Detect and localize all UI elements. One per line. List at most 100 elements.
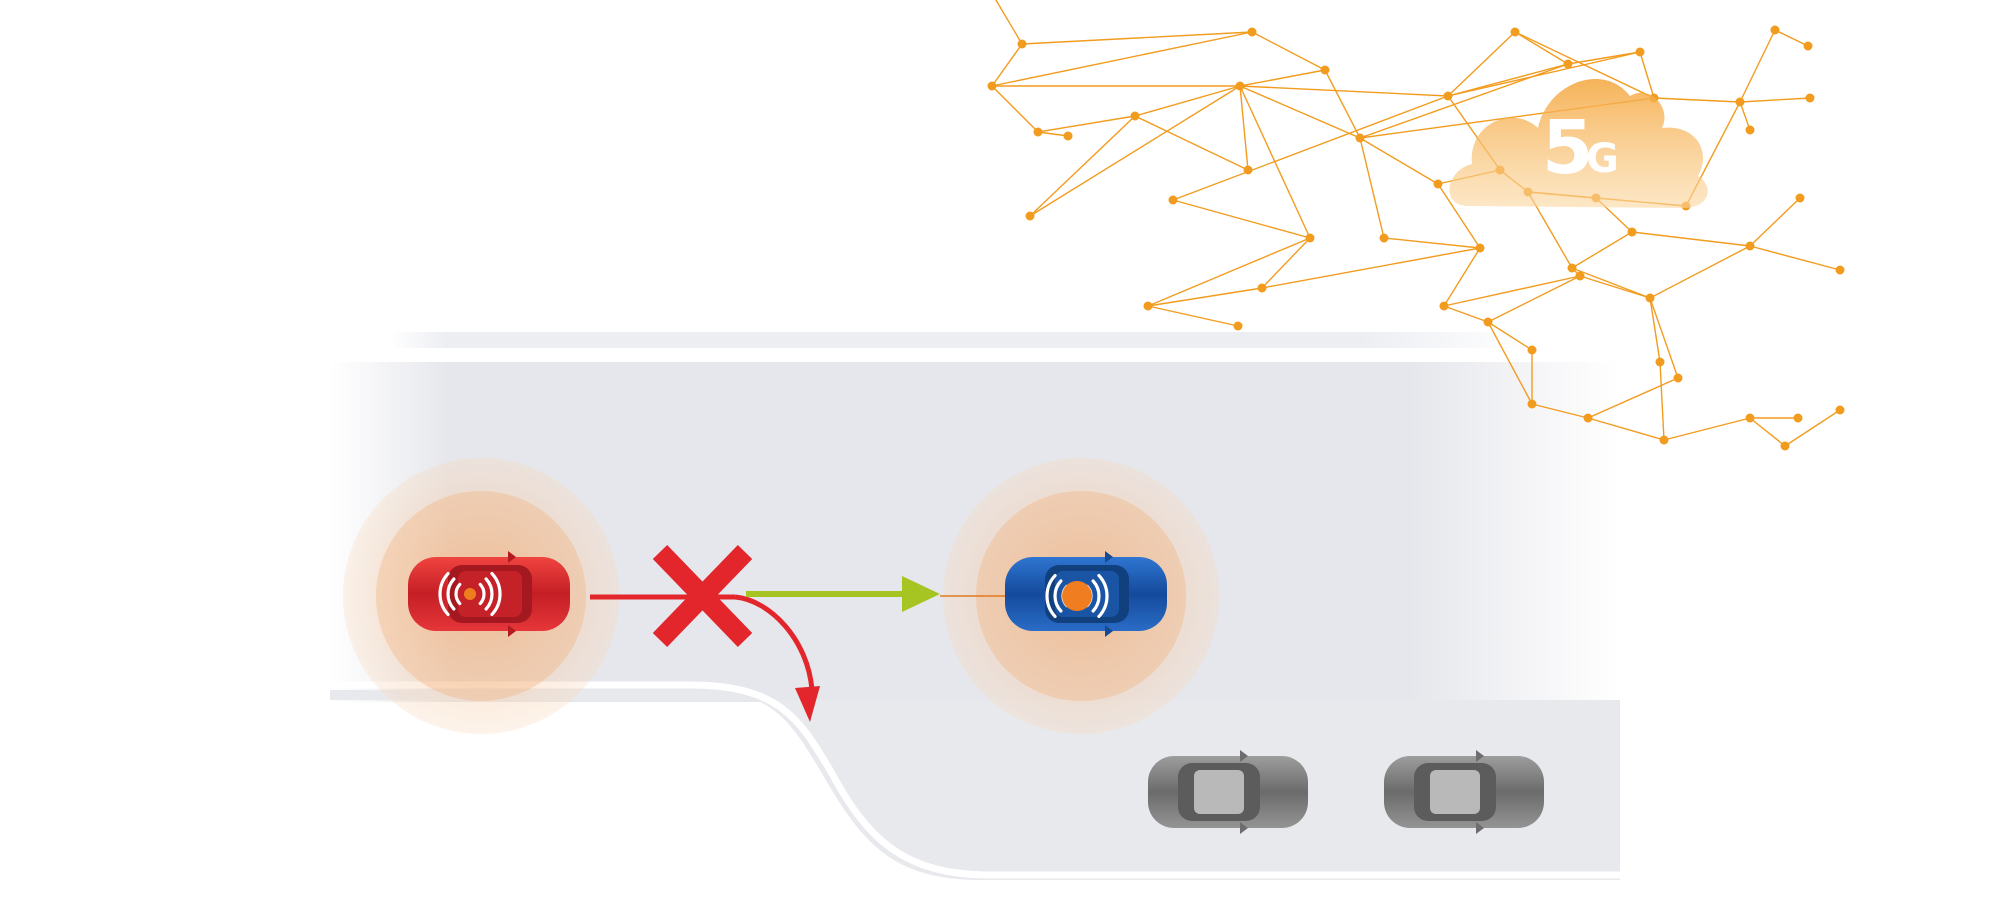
network-link (1587, 377, 1679, 419)
network-link (1251, 31, 1326, 71)
network-link (1172, 95, 1449, 201)
network-link (1447, 51, 1641, 97)
5g-cloud: 5 G (1449, 78, 1708, 208)
network-link (1239, 85, 1449, 97)
network-link (1739, 97, 1811, 103)
network-node (1443, 91, 1453, 101)
network-node (1439, 301, 1449, 311)
network-link (1239, 85, 1311, 239)
network-node (1379, 233, 1389, 243)
forward-arrow-head (902, 576, 940, 612)
network-link (1639, 51, 1655, 99)
network-link (1631, 231, 1751, 247)
blocked-path-arrow (590, 545, 820, 722)
network-node (1017, 39, 1027, 49)
network-link (1749, 197, 1801, 247)
network-node (1527, 399, 1537, 409)
network-link (1134, 85, 1241, 117)
network-link (1147, 305, 1239, 327)
network-link (1147, 287, 1263, 307)
network-node (1063, 131, 1073, 141)
network-node (1243, 165, 1253, 175)
network-node (1745, 413, 1755, 423)
network-link (1487, 321, 1533, 405)
network-link (991, 85, 1039, 133)
network-node (1563, 59, 1573, 69)
network-node (1320, 65, 1330, 75)
network-node (1745, 241, 1755, 251)
network-link (1531, 403, 1589, 419)
road-top-strip (390, 332, 1530, 348)
cloud-label-sub: G (1586, 136, 1619, 182)
network-link (1587, 417, 1665, 441)
network-link (1029, 115, 1136, 217)
network-node (1735, 97, 1745, 107)
network-link (1571, 267, 1651, 299)
turn-arrow (734, 594, 815, 691)
network-node (1780, 441, 1790, 451)
network-link (1239, 69, 1326, 87)
network-link (1784, 409, 1841, 447)
network-link (1571, 231, 1633, 269)
network-link (1649, 297, 1679, 379)
signal-wave (490, 571, 502, 617)
network-node (1168, 195, 1178, 205)
signal-wave (478, 582, 486, 606)
red-car (408, 551, 570, 637)
network-node (1627, 227, 1637, 237)
network-node (1655, 357, 1665, 367)
network-link (1239, 85, 1249, 171)
signal-wave (1053, 579, 1063, 613)
network-node (1635, 47, 1645, 57)
signal-wave (1091, 579, 1101, 613)
network-node (1257, 283, 1267, 293)
network-link (1147, 237, 1311, 307)
network-node (1673, 373, 1683, 383)
network-node (987, 81, 997, 91)
network-node (1645, 293, 1655, 303)
network-link (991, 31, 1253, 87)
network-link (1487, 275, 1581, 323)
network-link (1437, 183, 1481, 249)
network-link (1029, 85, 1241, 217)
network-link (1447, 63, 1569, 97)
network-node (1025, 211, 1035, 221)
network-link (1037, 131, 1069, 137)
wireless-signal-icon (438, 571, 502, 617)
network-node (1745, 125, 1755, 135)
network-node (1510, 27, 1520, 37)
gray-car (1148, 750, 1308, 834)
blue-car (1005, 551, 1167, 637)
network-link (1359, 137, 1385, 239)
network-link (1649, 245, 1751, 299)
network-link (1567, 51, 1641, 65)
network-node (1567, 263, 1577, 273)
network-link (1663, 417, 1751, 441)
network-link (1359, 137, 1439, 185)
network-link (1739, 29, 1776, 103)
network-node (1475, 243, 1485, 253)
cloud-label-main: 5 (1542, 105, 1594, 191)
network-node (1803, 41, 1813, 51)
network-link (1739, 101, 1751, 131)
network-link (1021, 31, 1253, 45)
exit-ramp-surface (330, 690, 1620, 880)
signal-wave (454, 582, 462, 606)
network-node (1805, 93, 1815, 103)
network-node (1659, 435, 1669, 445)
network-node (1835, 405, 1845, 415)
signal-wave (1097, 573, 1109, 619)
network-node (1483, 317, 1493, 327)
signal-dot (464, 588, 476, 600)
network-node (1793, 413, 1803, 423)
network-node (1130, 111, 1140, 121)
network-link (1261, 247, 1481, 289)
network-link (1134, 115, 1249, 171)
turn-arrow-head (795, 686, 820, 722)
network-link (1443, 305, 1489, 323)
network-link (1261, 237, 1311, 289)
network-link (1749, 245, 1841, 271)
network-link (991, 43, 1023, 87)
network-node (1305, 233, 1315, 243)
